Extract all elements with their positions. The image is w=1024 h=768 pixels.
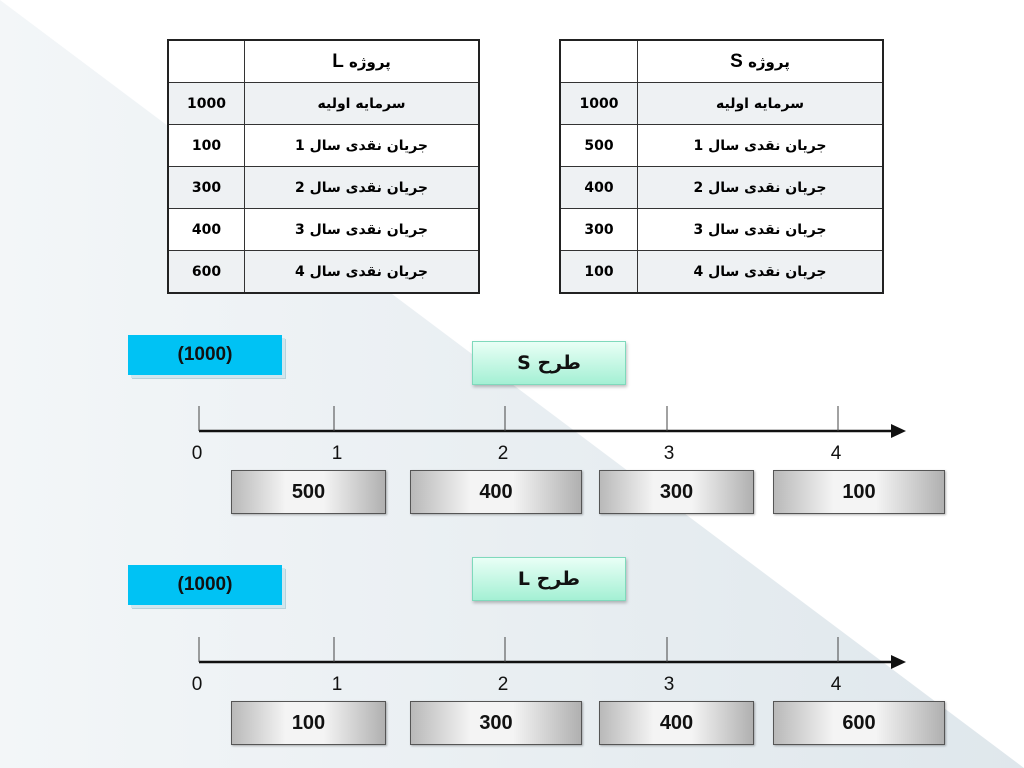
table-row: جریان نقدی سال 1 100	[167, 124, 480, 167]
plan-s-cash-flow-year-2: 400	[410, 470, 582, 514]
year-label: 2	[498, 674, 509, 695]
plan-s-cash-flow-year-3: 300	[599, 470, 754, 514]
year-label: 3	[664, 674, 675, 695]
row-value: 600	[167, 250, 245, 294]
plan-l-cash-flow-year-2: 300	[410, 701, 582, 745]
project-s-table: پروژه S سرمایه اولیه 1000 جریان نقدی سال…	[559, 39, 884, 294]
year-label: 4	[831, 674, 842, 695]
year-label: 0	[192, 443, 203, 464]
row-value: 1000	[559, 82, 638, 125]
project-l-header-empty	[167, 39, 245, 83]
row-label: جریان نقدی سال 2	[244, 166, 480, 209]
timeline-arrowhead	[891, 655, 906, 669]
row-value: 500	[559, 124, 638, 167]
row-value: 100	[167, 124, 245, 167]
table-row: جریان نقدی سال 4 100	[559, 250, 884, 294]
plan-s-cash-flow-year-4: 100	[773, 470, 945, 514]
row-value: 300	[167, 166, 245, 209]
year-label: 1	[332, 443, 343, 464]
row-label: جریان نقدی سال 1	[637, 124, 884, 167]
plan-l-cash-flow-year-3: 400	[599, 701, 754, 745]
table-row: جریان نقدی سال 3 400	[167, 208, 480, 251]
year-label: 0	[192, 674, 203, 695]
plan-l-timeline: 0 1 2 3 4	[192, 637, 906, 695]
row-label: جریان نقدی سال 1	[244, 124, 480, 167]
year-label: 1	[332, 674, 343, 695]
row-value: 300	[559, 208, 638, 251]
row-label: سرمایه اولیه	[244, 82, 480, 125]
row-value: 400	[559, 166, 638, 209]
table-row: جریان نقدی سال 3 300	[559, 208, 884, 251]
plan-l-cash-flow-year-1: 100	[231, 701, 386, 745]
row-label: جریان نقدی سال 3	[637, 208, 884, 251]
row-label: جریان نقدی سال 4	[244, 250, 480, 294]
row-label: جریان نقدی سال 4	[637, 250, 884, 294]
plan-l-cash-flow-year-4: 600	[773, 701, 945, 745]
plan-s-initial-investment: (1000)	[128, 335, 282, 375]
row-value: 400	[167, 208, 245, 251]
table-row: جریان نقدی سال 2 300	[167, 166, 480, 209]
row-label: جریان نقدی سال 2	[637, 166, 884, 209]
row-value: 1000	[167, 82, 245, 125]
plan-l-initial-investment: (1000)	[128, 565, 282, 605]
table-row: جریان نقدی سال 2 400	[559, 166, 884, 209]
table-row: سرمایه اولیه 1000	[559, 82, 884, 125]
table-row: جریان نقدی سال 4 600	[167, 250, 480, 294]
table-row: سرمایه اولیه 1000	[167, 82, 480, 125]
year-label: 3	[664, 443, 675, 464]
timeline-arrowhead	[891, 424, 906, 438]
plan-l-title: طرح L	[472, 557, 626, 601]
row-label: جریان نقدی سال 3	[244, 208, 480, 251]
project-l-header: پروژه L	[244, 39, 480, 83]
row-value: 100	[559, 250, 638, 294]
project-l-table: پروژه L سرمایه اولیه 1000 جریان نقدی سال…	[167, 39, 480, 294]
plan-s-title: طرح S	[472, 341, 626, 385]
table-row: جریان نقدی سال 1 500	[559, 124, 884, 167]
year-label: 4	[831, 443, 842, 464]
project-s-header: پروژه S	[637, 39, 884, 83]
row-label: سرمایه اولیه	[637, 82, 884, 125]
project-s-header-empty	[559, 39, 638, 83]
plan-s-cash-flow-year-1: 500	[231, 470, 386, 514]
plan-s-timeline: 0 1 2 3 4	[192, 406, 906, 464]
year-label: 2	[498, 443, 509, 464]
